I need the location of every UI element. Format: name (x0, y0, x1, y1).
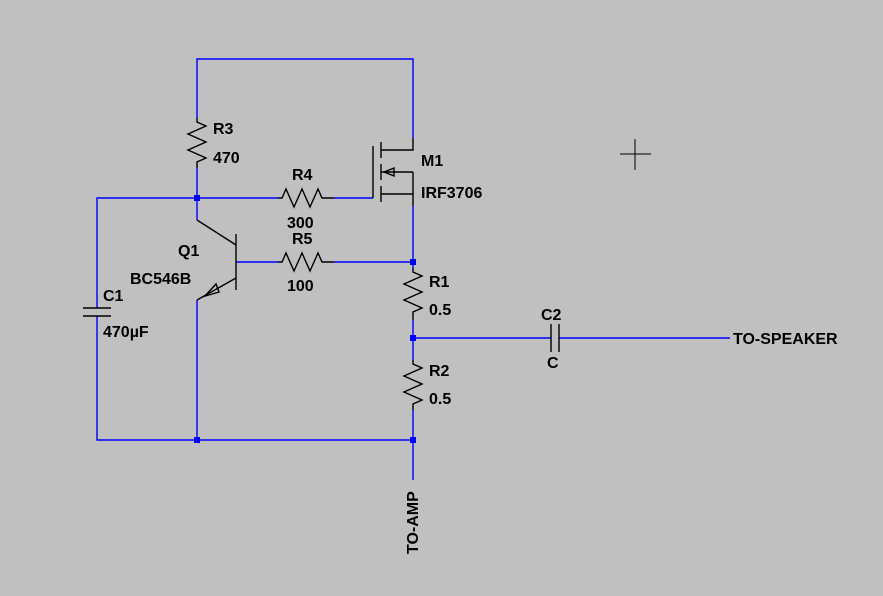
resistor-r1-ref: R1 (429, 274, 450, 291)
capacitor-c1-ref: C1 (103, 288, 124, 305)
wire-c1-to-bottom (96, 316, 413, 441)
resistor-r2-ref: R2 (429, 363, 450, 380)
transistor-q1[interactable]: Q1 BC546B (130, 219, 237, 301)
node-bottom-right (410, 437, 416, 443)
resistor-r5[interactable]: R5 100 (278, 231, 334, 295)
capacitor-c1-value: 470µF (103, 324, 149, 341)
junction-nodes (194, 195, 416, 443)
crosshair-cursor-icon (620, 139, 651, 170)
transistor-q1-ref: Q1 (178, 243, 199, 260)
net-label-amp: TO-AMP (405, 491, 422, 554)
resistor-r5-value: 100 (287, 278, 314, 295)
mosfet-m1[interactable]: M1 IRF3706 (372, 138, 482, 206)
resistor-r2-symbol (402, 360, 424, 410)
wire-node-to-c1 (96, 197, 197, 308)
node-collector (194, 195, 200, 201)
resistor-r2-value: 0.5 (429, 391, 451, 408)
resistor-r4-symbol (278, 187, 334, 209)
resistor-r1-value: 0.5 (429, 302, 451, 319)
resistor-r5-symbol (278, 251, 334, 273)
resistor-r4[interactable]: R4 300 (278, 167, 334, 232)
resistor-r2[interactable]: R2 0.5 (402, 360, 451, 410)
resistor-r1[interactable]: R1 0.5 (402, 268, 451, 320)
resistor-r4-ref: R4 (292, 167, 313, 184)
transistor-q1-value: BC546B (130, 271, 191, 288)
resistor-r3-value: 470 (213, 150, 240, 167)
resistor-r5-ref: R5 (292, 231, 313, 248)
resistor-r3-ref: R3 (213, 121, 234, 138)
node-bottom-left (194, 437, 200, 443)
resistor-r1-symbol (402, 268, 424, 320)
transistor-q1-emitter-arrow (202, 282, 220, 298)
net-label-speaker: TO-SPEAKER (733, 331, 838, 348)
node-mid (410, 335, 416, 341)
resistor-r4-value: 300 (287, 215, 314, 232)
mosfet-m1-ref: M1 (421, 153, 443, 170)
mosfet-m1-drain (381, 138, 414, 151)
mosfet-m1-source (381, 193, 414, 206)
transistor-q1-collector (196, 219, 237, 246)
node-source (410, 259, 416, 265)
wire-top-loop (196, 58, 414, 138)
resistor-r3-symbol (186, 118, 208, 168)
resistor-r3[interactable]: R3 470 (186, 118, 240, 168)
capacitor-c1[interactable]: C1 470µF (83, 288, 149, 341)
capacitor-c2[interactable]: C2 C (541, 307, 562, 372)
wires (96, 58, 730, 480)
transistor-q1-emitter (196, 277, 237, 301)
capacitor-c2-value: C (547, 355, 559, 372)
mosfet-m1-value: IRF3706 (421, 185, 482, 202)
capacitor-c2-ref: C2 (541, 307, 562, 324)
mosfet-m1-arrow (382, 166, 395, 178)
